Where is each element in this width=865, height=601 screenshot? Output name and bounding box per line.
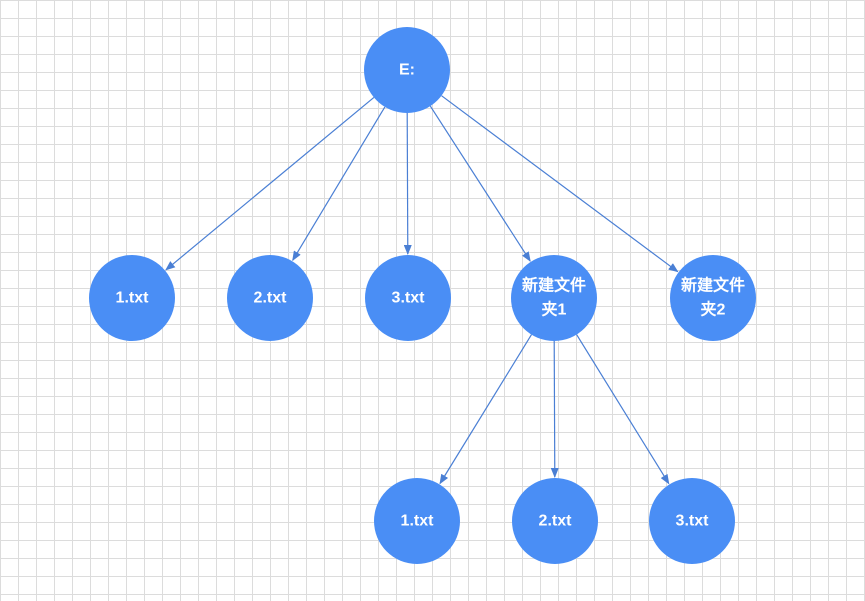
edge-root-r2 (292, 106, 386, 262)
edge-root-f2 (441, 95, 679, 273)
node-circle (365, 255, 451, 341)
node-circle (227, 255, 313, 341)
node-label: 3.txt (676, 513, 710, 530)
node-label: 新建文件 (522, 276, 586, 295)
node-circle (364, 27, 450, 113)
node-c2[interactable]: 2.txt (512, 478, 598, 564)
node-label: 2.txt (254, 290, 288, 307)
node-circle (512, 478, 598, 564)
node-label: 夹1 (542, 300, 567, 319)
node-circle (670, 255, 756, 341)
node-label: 新建文件 (681, 276, 745, 295)
edge-root-r3 (403, 112, 412, 255)
node-label: 夹2 (701, 300, 726, 319)
node-label: 1.txt (401, 513, 435, 530)
node-circle (89, 255, 175, 341)
node-label: 2.txt (539, 513, 573, 530)
node-label: E: (399, 62, 415, 79)
node-root[interactable]: E: (364, 27, 450, 113)
node-circle (511, 255, 597, 341)
node-r2[interactable]: 2.txt (227, 255, 313, 341)
edge-f1-c2 (550, 340, 559, 478)
node-label: 3.txt (392, 290, 426, 307)
node-circle (374, 478, 460, 564)
node-c3[interactable]: 3.txt (649, 478, 735, 564)
edge-f1-c1 (439, 334, 533, 485)
node-r1[interactable]: 1.txt (89, 255, 175, 341)
edge-root-f1 (429, 105, 531, 262)
edges-layer (165, 95, 679, 485)
edge-f1-c3 (576, 334, 670, 485)
edge-root-r1 (165, 96, 375, 271)
node-label: 1.txt (116, 290, 150, 307)
node-r3[interactable]: 3.txt (365, 255, 451, 341)
node-c1[interactable]: 1.txt (374, 478, 460, 564)
node-circle (649, 478, 735, 564)
